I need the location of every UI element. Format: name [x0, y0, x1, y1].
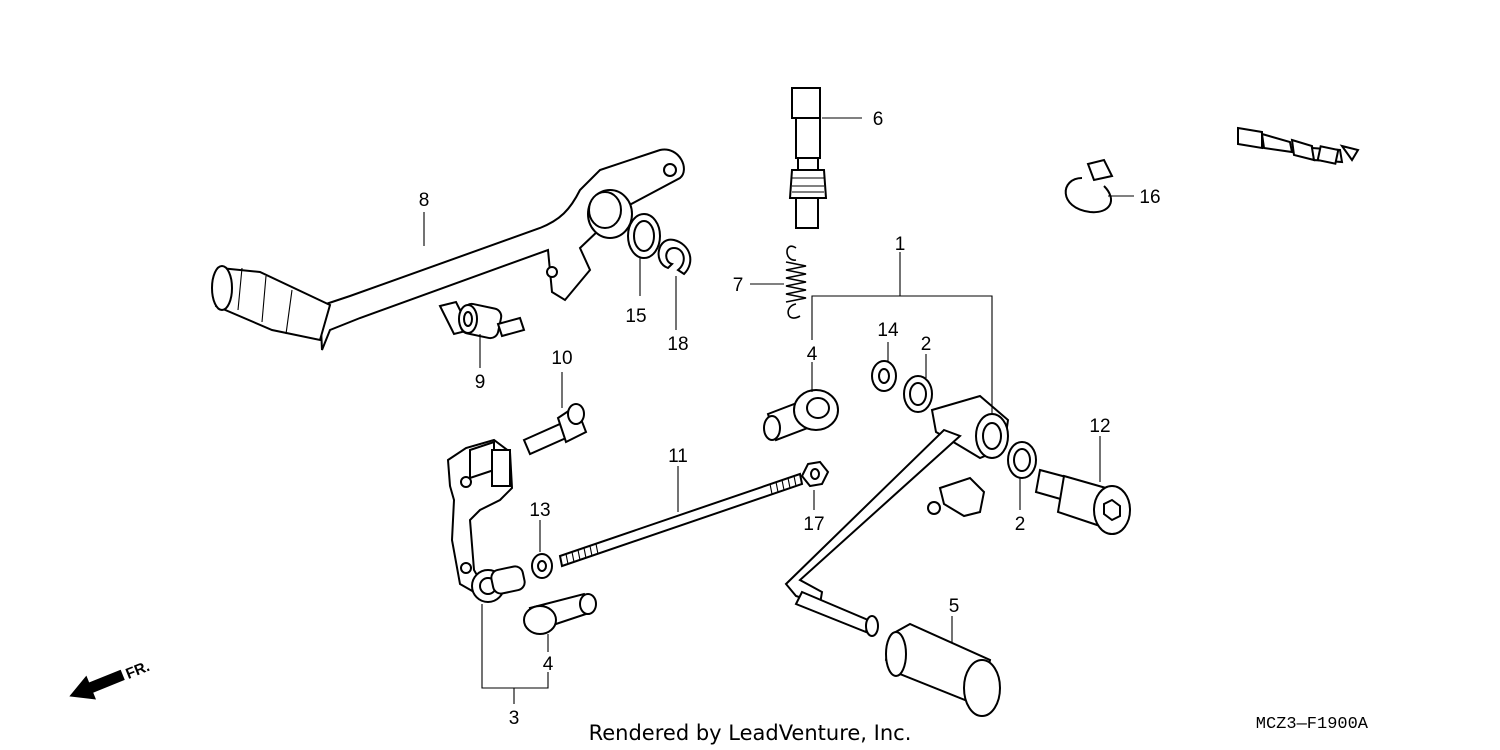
washer-15 [627, 213, 661, 259]
washer-14 [871, 360, 897, 392]
callout-6: 6 [873, 109, 884, 130]
stop-switch-cable [788, 38, 1360, 229]
diagram-code: MCZ3—F1900A [1256, 715, 1369, 734]
return-spring [785, 245, 807, 319]
tie-rod [558, 472, 804, 568]
ball-joint-upper [763, 389, 839, 442]
callout-1: 1 [895, 234, 906, 255]
callout-8: 8 [419, 190, 430, 211]
circlip-18 [657, 238, 692, 276]
gearshift-arm [446, 438, 526, 603]
callout-17: 17 [803, 514, 824, 535]
gearshift-pedal [784, 394, 1010, 637]
callout-9: 9 [475, 372, 486, 393]
pivot-bolt-12 [1034, 468, 1131, 535]
leader-lines [423, 117, 1134, 704]
callout-11: 11 [668, 446, 688, 467]
dust-seal-upper [903, 375, 933, 413]
callout-13: 13 [529, 500, 550, 521]
brake-pedal [211, 148, 685, 351]
nut-13 [531, 553, 553, 579]
callout-18: 18 [667, 334, 688, 355]
arrow-left-icon [69, 669, 125, 700]
pivot-collar [438, 300, 526, 340]
callout-labels: 1 2 2 3 4 4 5 6 7 8 9 10 11 12 13 14 15 … [419, 109, 1161, 729]
nut-17 [800, 460, 830, 488]
render-credit: Rendered by LeadVenture, Inc. [589, 721, 912, 745]
ball-joint-lower [523, 592, 597, 635]
shift-pedal-rubber [884, 622, 1001, 717]
callout-5: 5 [949, 596, 960, 617]
callout-2-lower: 2 [1015, 514, 1026, 535]
callout-4-upper: 4 [807, 344, 818, 365]
callout-10: 10 [551, 348, 572, 369]
callout-4-lower: 4 [543, 654, 554, 675]
callout-7: 7 [733, 275, 744, 296]
bolt-10 [522, 403, 588, 456]
front-direction-arrow: FR. [69, 658, 152, 700]
callout-14: 14 [877, 320, 899, 341]
front-direction-label: FR. [123, 658, 152, 683]
dust-seal-lower [1007, 441, 1037, 479]
callout-16: 16 [1139, 187, 1160, 208]
callout-15: 15 [625, 306, 646, 327]
callout-12: 12 [1089, 416, 1110, 437]
callout-3: 3 [509, 708, 520, 729]
callout-2-upper: 2 [921, 334, 932, 355]
cable-clamp [1064, 158, 1114, 214]
